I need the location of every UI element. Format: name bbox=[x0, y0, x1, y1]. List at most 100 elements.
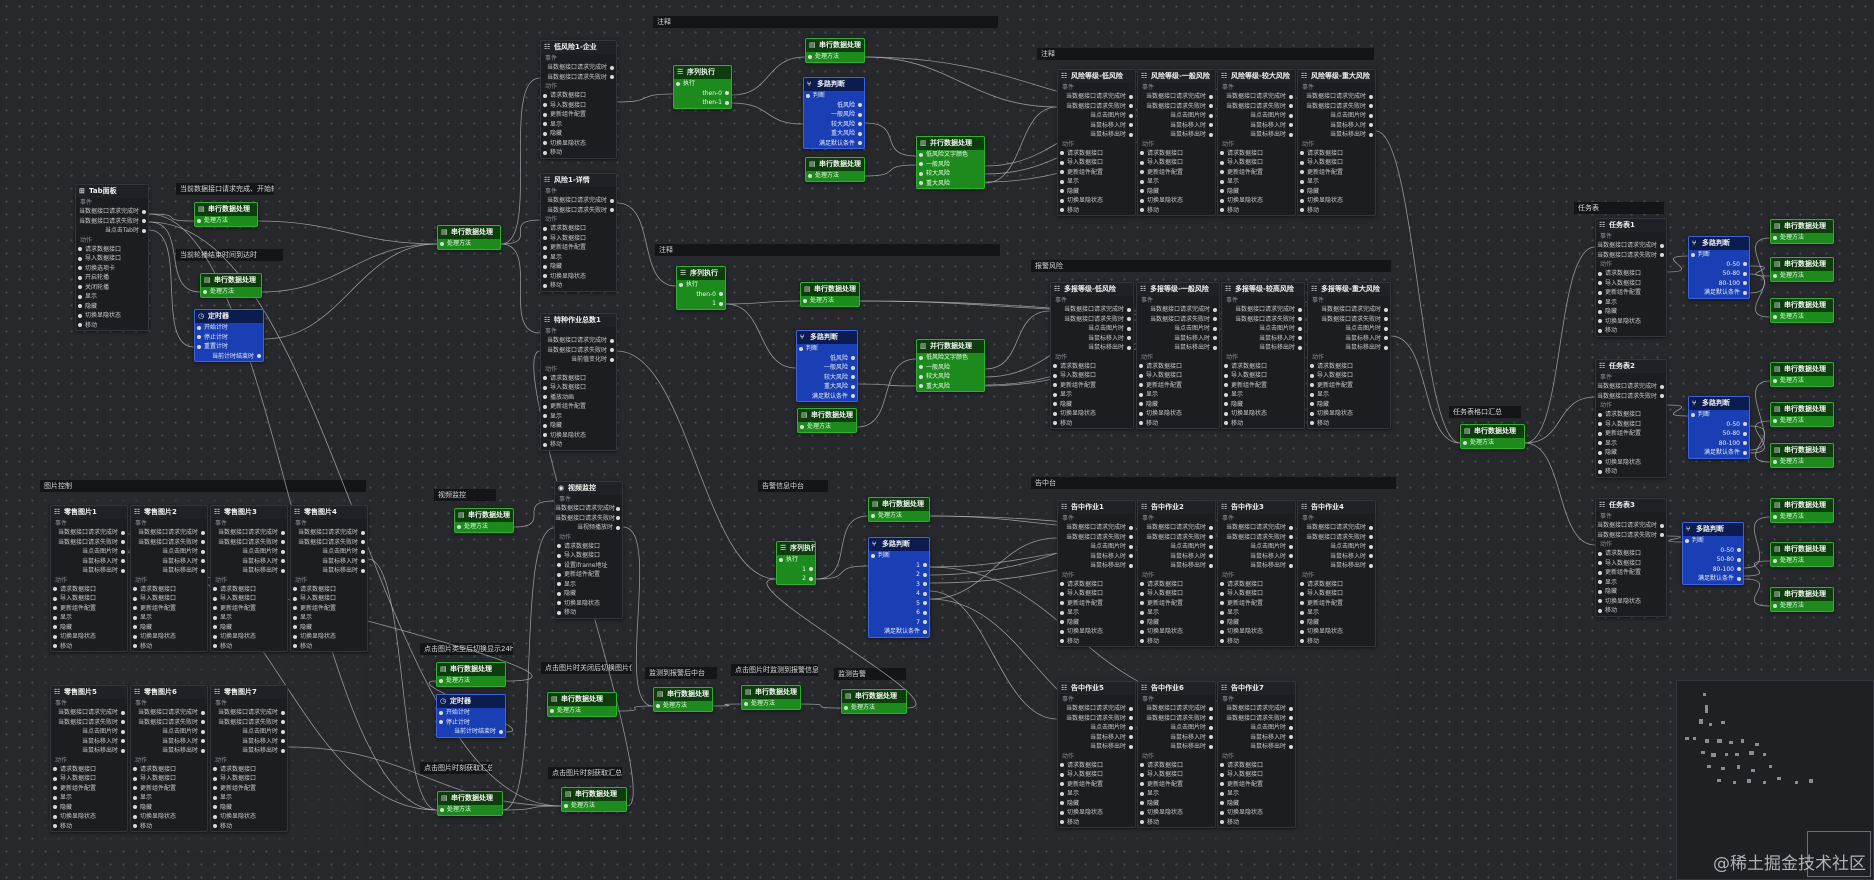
action-port[interactable]: 移动 bbox=[1058, 637, 1135, 647]
node-s7[interactable]: ▤串行数据处理处理方法 bbox=[797, 408, 857, 433]
event-port[interactable]: 当数据接口请求完成时 bbox=[1218, 523, 1295, 533]
connection-s3-gate2[interactable] bbox=[500, 219, 541, 245]
action-port[interactable]: 切换显隐状态 bbox=[555, 599, 622, 609]
action-port[interactable]: 切换选项卡 bbox=[76, 264, 148, 274]
node-title[interactable]: ☷任务表1 bbox=[1596, 219, 1666, 232]
node-title[interactable]: ▤串行数据处理 bbox=[1771, 588, 1833, 601]
output-port[interactable]: 满足默认条件 bbox=[797, 392, 857, 402]
node-timer2[interactable]: ◷定时器开始计时停止计时当前计时结束时 bbox=[436, 694, 506, 738]
event-port[interactable]: 当数据接口请求完成时 bbox=[1058, 92, 1135, 102]
input-port[interactable]: 处理方法 bbox=[1771, 312, 1833, 322]
event-port[interactable]: 当鼠标移出时 bbox=[1058, 130, 1135, 140]
output-port[interactable]: 0-50 bbox=[1683, 546, 1743, 556]
event-port[interactable]: 当鼠标移出时 bbox=[51, 566, 127, 576]
connection-multi6-s26[interactable] bbox=[1743, 578, 1771, 607]
action-port[interactable]: 更新组件配置 bbox=[1051, 381, 1133, 391]
input-port[interactable]: 判断 bbox=[1689, 410, 1749, 420]
event-port[interactable]: 当数据接口请求失败时 bbox=[1222, 315, 1304, 325]
node-title[interactable]: ⑂多路判断 bbox=[1689, 397, 1749, 410]
action-port[interactable]: 显示 bbox=[1058, 177, 1135, 187]
action-port[interactable]: 隐藏 bbox=[541, 129, 616, 139]
action-port[interactable]: 请求数据接口 bbox=[1596, 549, 1666, 559]
action-port[interactable]: 移动 bbox=[541, 440, 616, 450]
event-port[interactable]: 当数据接口请求完成时 bbox=[1138, 92, 1215, 102]
action-port[interactable]: 请求数据接口 bbox=[541, 91, 616, 101]
input-port[interactable]: 处理方法 bbox=[806, 171, 864, 181]
node-s1[interactable]: ▤串行数据处理处理方法 bbox=[194, 202, 258, 227]
input-port[interactable]: 处理方法 bbox=[1771, 271, 1833, 281]
event-port[interactable]: 当点击图片时 bbox=[51, 727, 127, 737]
action-port[interactable]: 显示 bbox=[1596, 298, 1666, 308]
input-port[interactable]: 判断 bbox=[804, 91, 864, 101]
connection-tab-timer1[interactable] bbox=[148, 229, 195, 348]
output-port[interactable]: 重大风险 bbox=[804, 129, 864, 139]
node-title[interactable]: ▤串行数据处理 bbox=[1771, 543, 1833, 556]
action-port[interactable]: 开启轮播 bbox=[76, 273, 148, 283]
connection-gate1-seq1[interactable] bbox=[616, 93, 674, 103]
event-port[interactable]: 当鼠标移入时 bbox=[1058, 552, 1135, 562]
node-title[interactable]: ▤串行数据处理 bbox=[1771, 363, 1833, 376]
event-port[interactable]: 当数据接口请求完成时 bbox=[1218, 704, 1295, 714]
node-title[interactable]: ☷风险等级-较大风险 bbox=[1218, 70, 1295, 83]
connection-s10-s11[interactable] bbox=[616, 705, 654, 712]
event-port[interactable]: 当数据接口请求失败时 bbox=[51, 718, 127, 728]
event-port[interactable]: 当数据接口请求完成时 bbox=[76, 207, 148, 217]
node-risk7[interactable]: ☷多报等级-较高风险事件当数据接口请求完成时当数据接口请求失败时当点击图片时当鼠… bbox=[1221, 282, 1305, 429]
action-port[interactable]: 移动 bbox=[1138, 637, 1215, 647]
node-risk3[interactable]: ☷风险等级-较大风险事件当数据接口请求完成时当数据接口请求失败时当点击图片时当鼠… bbox=[1217, 69, 1296, 216]
node-title[interactable]: ▤串行数据处理 bbox=[455, 509, 513, 522]
connection-seq2-s6[interactable] bbox=[725, 300, 801, 305]
output-port[interactable]: 2 bbox=[869, 570, 929, 580]
input-port[interactable]: 较大风险 bbox=[917, 372, 984, 382]
node-s20[interactable]: ▤串行数据处理处理方法 bbox=[1770, 298, 1834, 323]
input-port[interactable]: 处理方法 bbox=[201, 287, 261, 297]
action-port[interactable]: 隐藏 bbox=[211, 803, 287, 813]
event-port[interactable]: 当数据接口请求完成时 bbox=[1058, 523, 1135, 533]
event-port[interactable]: 当鼠标移入时 bbox=[1218, 733, 1295, 743]
connection-s4-risk1[interactable] bbox=[864, 56, 1058, 108]
node-s18[interactable]: ▤串行数据处理处理方法 bbox=[1770, 219, 1834, 244]
action-port[interactable]: 导入数据接口 bbox=[1596, 279, 1666, 289]
minimap-viewport[interactable] bbox=[1807, 831, 1871, 877]
action-port[interactable]: 移动 bbox=[1218, 637, 1295, 647]
action-port[interactable]: 更新组件配置 bbox=[1058, 168, 1135, 178]
event-port[interactable]: 当数据接口请求失败时 bbox=[1596, 392, 1666, 402]
action-port[interactable]: 隐藏 bbox=[1596, 587, 1666, 597]
node-s2[interactable]: ▤串行数据处理处理方法 bbox=[200, 273, 262, 298]
event-port[interactable]: 当数据接口请求失败时 bbox=[1218, 533, 1295, 543]
group-g9[interactable]: 点击图片时关闭后切换图片位置 bbox=[541, 662, 632, 674]
action-port[interactable]: 显示 bbox=[1596, 439, 1666, 449]
action-port[interactable]: 导入数据接口 bbox=[541, 234, 616, 244]
node-title[interactable]: ☷多报等级-重大风险 bbox=[1308, 283, 1390, 296]
action-port[interactable]: 隐藏 bbox=[291, 623, 367, 633]
node-title[interactable]: ☷零售图片7 bbox=[211, 686, 287, 699]
node-title[interactable]: ☷多报等级-一般风险 bbox=[1137, 283, 1219, 296]
action-port[interactable]: 更新组件配置 bbox=[1218, 168, 1295, 178]
action-port[interactable]: 切换显隐状态 bbox=[1222, 409, 1304, 419]
action-port[interactable]: 隐藏 bbox=[1218, 799, 1295, 809]
node-s14[interactable]: ▤串行数据处理处理方法 bbox=[437, 791, 503, 816]
action-port[interactable]: 隐藏 bbox=[1298, 187, 1375, 197]
action-port[interactable]: 更新组件配置 bbox=[1138, 780, 1215, 790]
action-port[interactable]: 导入数据接口 bbox=[1596, 559, 1666, 569]
action-port[interactable]: 导入数据接口 bbox=[1222, 371, 1304, 381]
action-port[interactable]: 移动 bbox=[131, 642, 207, 652]
output-port[interactable]: 50-80 bbox=[1683, 555, 1743, 565]
action-port[interactable]: 导入数据接口 bbox=[51, 774, 127, 784]
event-port[interactable]: 当鼠标移入时 bbox=[1138, 552, 1215, 562]
action-port[interactable]: 隐藏 bbox=[131, 623, 207, 633]
event-port[interactable]: 当数据接口请求完成时 bbox=[1298, 92, 1375, 102]
group-g16[interactable]: 报警风险 bbox=[1031, 260, 1391, 272]
action-port[interactable]: 隐藏 bbox=[131, 803, 207, 813]
input-port[interactable]: 重大风险 bbox=[917, 179, 984, 189]
action-port[interactable]: 更新组件配置 bbox=[555, 570, 622, 580]
action-port[interactable]: 导入数据接口 bbox=[1137, 371, 1219, 381]
node-s21[interactable]: ▤串行数据处理处理方法 bbox=[1770, 362, 1834, 387]
action-port[interactable]: 更新组件配置 bbox=[1138, 599, 1215, 609]
action-port[interactable]: 隐藏 bbox=[211, 623, 287, 633]
action-port[interactable]: 请求数据接口 bbox=[1596, 269, 1666, 279]
node-title[interactable]: ▤串行数据处理 bbox=[437, 663, 505, 676]
action-port[interactable]: 请求数据接口 bbox=[1137, 362, 1219, 372]
